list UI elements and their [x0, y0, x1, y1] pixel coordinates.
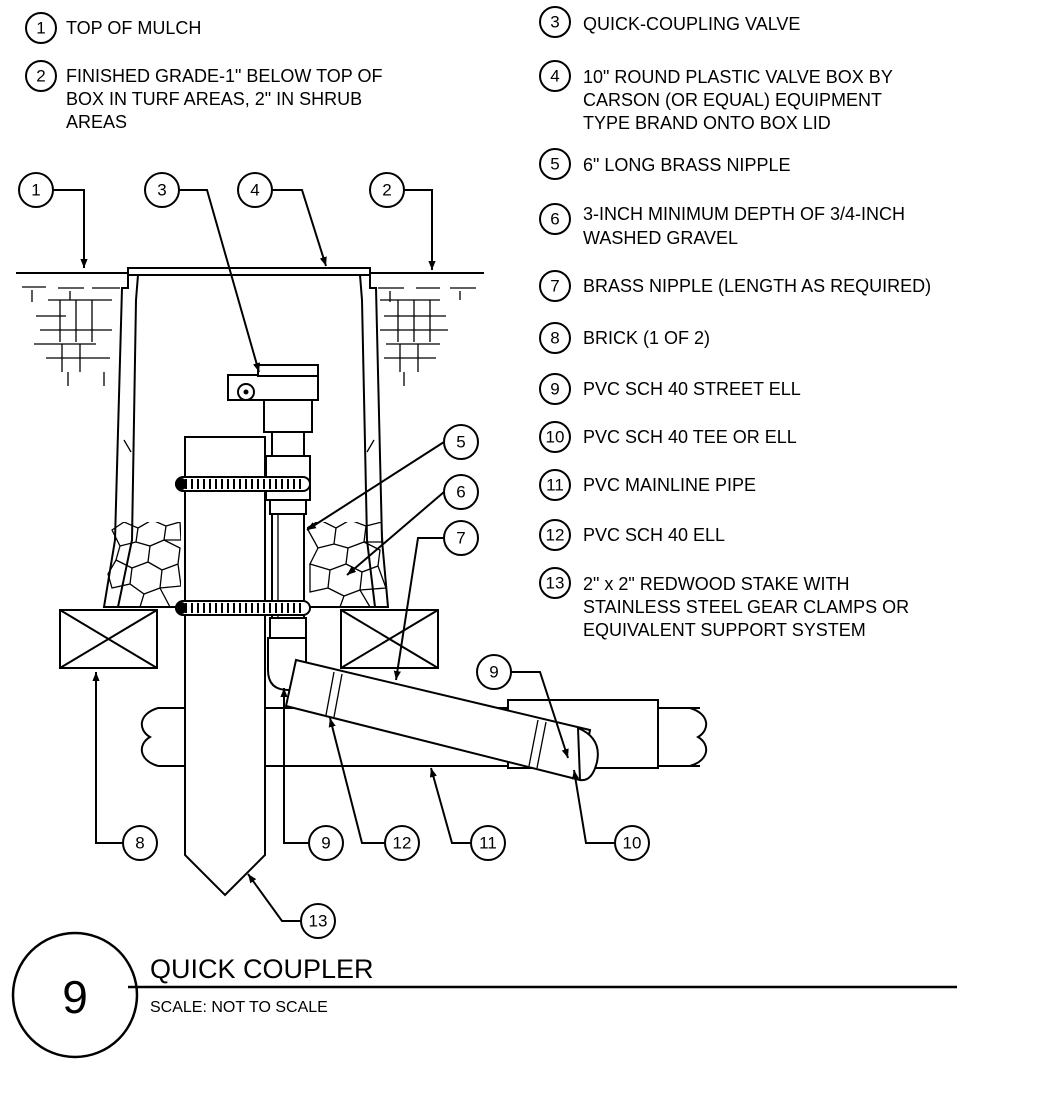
callout-9-left: 9	[280, 688, 344, 861]
callout-number: 13	[309, 912, 328, 931]
legend-text: STAINLESS STEEL GEAR CLAMPS OR	[583, 597, 909, 617]
legend-text: EQUIVALENT SUPPORT SYSTEM	[583, 620, 866, 640]
callout-number: 5	[456, 433, 465, 452]
detail-scale: SCALE: NOT TO SCALE	[150, 999, 328, 1016]
legend-item-11: 11 PVC MAINLINE PIPE	[539, 469, 756, 501]
legend-text: PVC SCH 40 ELL	[583, 525, 725, 545]
detail-number: 9	[62, 971, 88, 1023]
brick-right	[340, 609, 439, 669]
legend-item-6: 6 3-INCH MINIMUM DEPTH OF 3/4-INCH WASHE…	[539, 203, 905, 248]
callout-number: 3	[157, 181, 166, 200]
legend-text: PVC MAINLINE PIPE	[583, 475, 756, 495]
redwood-stake	[184, 436, 266, 897]
legend-text: PVC SCH 40 STREET ELL	[583, 379, 801, 399]
callout-number: 6	[456, 483, 465, 502]
callout-number: 7	[456, 529, 465, 548]
diagonal-pipe	[284, 658, 599, 782]
callout-number: 1	[31, 181, 40, 200]
legend-number: 4	[550, 67, 559, 86]
legend-item-10: 10 PVC SCH 40 TEE OR ELL	[539, 421, 797, 453]
legend: 1 TOP OF MULCH 2 FINISHED GRADE-1" BELOW…	[25, 6, 931, 640]
legend-text: 10" ROUND PLASTIC VALVE BOX BY	[583, 67, 893, 87]
legend-item-12: 12 PVC SCH 40 ELL	[539, 519, 725, 551]
callout-number: 4	[250, 181, 259, 200]
legend-item-13: 13 2" x 2" REDWOOD STAKE WITH STAINLESS …	[539, 567, 909, 640]
riser-assembly	[227, 364, 319, 692]
callout-6: 6	[346, 474, 479, 576]
callout-10: 10	[571, 769, 650, 861]
legend-number: 13	[546, 574, 565, 593]
callout-3: 3	[144, 172, 260, 373]
legend-text: PVC SCH 40 TEE OR ELL	[583, 427, 797, 447]
legend-text: BRICK (1 OF 2)	[583, 328, 710, 348]
callout-number: 10	[623, 834, 642, 853]
callout-4: 4	[237, 172, 327, 267]
legend-text: FINISHED GRADE-1" BELOW TOP OF	[66, 66, 382, 86]
legend-text: QUICK-COUPLING VALVE	[583, 14, 800, 34]
callout-number: 12	[393, 834, 412, 853]
soil-hatch	[22, 286, 476, 386]
legend-text: BOX IN TURF AREAS, 2" IN SHRUB	[66, 89, 362, 109]
callouts: 1 3 4 2 5 6 7	[18, 172, 650, 939]
legend-number: 3	[550, 13, 559, 32]
legend-text: 3-INCH MINIMUM DEPTH OF 3/4-INCH	[583, 204, 905, 224]
gear-clamp-lower	[175, 600, 311, 616]
callout-1: 1	[18, 172, 88, 268]
legend-item-9: 9 PVC SCH 40 STREET ELL	[539, 373, 801, 405]
legend-text: WASHED GRAVEL	[583, 228, 738, 248]
legend-number: 10	[546, 428, 565, 447]
brick-left	[59, 609, 158, 669]
callout-number: 8	[135, 834, 144, 853]
callout-number: 9	[489, 663, 498, 682]
callout-7: 7	[393, 520, 479, 681]
legend-item-2: 2 FINISHED GRADE-1" BELOW TOP OF BOX IN …	[25, 60, 382, 132]
legend-number: 11	[546, 476, 564, 495]
legend-number: 1	[36, 19, 45, 38]
legend-text: 2" x 2" REDWOOD STAKE WITH	[583, 574, 849, 594]
legend-item-8: 8 BRICK (1 OF 2)	[539, 322, 710, 354]
legend-text: TYPE BRAND ONTO BOX LID	[583, 113, 831, 133]
legend-item-5: 5 6" LONG BRASS NIPPLE	[539, 148, 790, 180]
legend-item-7: 7 BRASS NIPPLE (LENGTH AS REQUIRED)	[539, 270, 931, 302]
valve-box	[102, 267, 390, 608]
detail-title: QUICK COUPLER	[150, 954, 374, 984]
gravel-left	[107, 522, 181, 607]
legend-text: TOP OF MULCH	[66, 18, 201, 38]
legend-item-1: 1 TOP OF MULCH	[25, 12, 201, 44]
callout-13: 13	[247, 873, 336, 939]
gear-clamp-upper	[175, 476, 311, 492]
legend-number: 12	[546, 526, 565, 545]
callout-number: 2	[382, 181, 391, 200]
callout-11: 11	[429, 767, 506, 861]
callout-12: 12	[328, 717, 420, 861]
legend-number: 2	[36, 67, 45, 86]
legend-text: BRASS NIPPLE (LENGTH AS REQUIRED)	[583, 276, 931, 296]
legend-item-4: 4 10" ROUND PLASTIC VALVE BOX BY CARSON …	[539, 60, 893, 133]
callout-number: 11	[479, 834, 497, 853]
legend-number: 8	[550, 329, 559, 348]
callout-2: 2	[369, 172, 436, 270]
legend-text: CARSON (OR EQUAL) EQUIPMENT	[583, 90, 882, 110]
callout-9-right: 9	[476, 654, 569, 759]
legend-number: 6	[550, 210, 559, 229]
legend-text: AREAS	[66, 112, 127, 132]
callout-5: 5	[306, 424, 479, 531]
callout-8: 8	[92, 672, 158, 861]
legend-number: 7	[550, 277, 559, 296]
legend-item-3: 3 QUICK-COUPLING VALVE	[539, 6, 800, 38]
title-block: 9 QUICK COUPLER SCALE: NOT TO SCALE	[11, 931, 957, 1059]
legend-number: 9	[550, 380, 559, 399]
callout-number: 9	[321, 834, 330, 853]
legend-number: 5	[550, 155, 559, 174]
legend-text: 6" LONG BRASS NIPPLE	[583, 155, 790, 175]
